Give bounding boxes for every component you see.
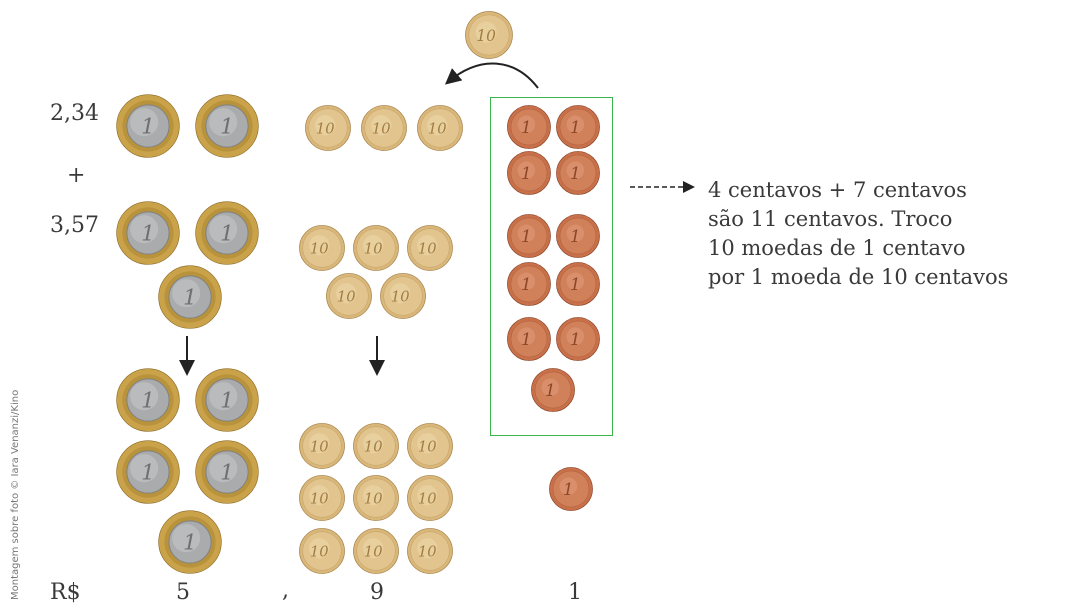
one-centavo-coin: 1 <box>531 368 575 412</box>
svg-text:1: 1 <box>183 531 197 556</box>
svg-text:10: 10 <box>418 439 437 456</box>
plus-sign: + <box>67 163 86 188</box>
one-centavo-coin: 1 <box>556 214 600 258</box>
one-centavo-coin: 1 <box>507 105 551 149</box>
one-centavo-coin: 1 <box>556 317 600 361</box>
svg-text:1: 1 <box>570 117 581 137</box>
one-centavo-group-box <box>490 97 613 436</box>
exchange-explanation: 4 centavos + 7 centavos são 11 centavos.… <box>708 176 1008 292</box>
svg-text:10: 10 <box>316 121 335 138</box>
ten-centavos-coin: 10 <box>353 423 399 469</box>
one-centavo-coin: 1 <box>556 105 600 149</box>
one-centavo-coin: 1 <box>507 317 551 361</box>
ten-centavos-coin: 10 <box>299 528 345 574</box>
explanation-line-3: 10 moedas de 1 centavo <box>708 236 966 260</box>
svg-text:1: 1 <box>220 115 234 140</box>
result-currency: R$ <box>50 580 81 605</box>
ten-centavos-coin: 10 <box>407 528 453 574</box>
ten-centavos-coin: 10 <box>361 105 407 151</box>
explanation-line-1: 4 centavos + 7 centavos <box>708 178 967 202</box>
one-real-coin: 1 <box>195 201 259 265</box>
svg-text:1: 1 <box>521 117 532 137</box>
result-decimal-separator: , <box>282 578 289 603</box>
ten-centavos-coin: 10 <box>353 528 399 574</box>
one-real-coin: 1 <box>116 440 180 504</box>
explanation-line-2: são 11 centavos. Troco <box>708 207 953 231</box>
explanation-line-4: por 1 moeda de 10 centavos <box>708 265 1009 289</box>
svg-text:1: 1 <box>570 226 581 246</box>
result-units-digit: 5 <box>176 580 190 605</box>
one-real-coin: 1 <box>158 265 222 329</box>
svg-text:1: 1 <box>220 461 234 486</box>
result-tenths-digit: 9 <box>370 580 384 605</box>
svg-text:10: 10 <box>310 439 329 456</box>
svg-text:1: 1 <box>570 329 581 349</box>
one-real-coin: 1 <box>158 510 222 574</box>
ten-centavos-coin: 10 <box>380 273 426 319</box>
one-centavo-coin: 1 <box>507 151 551 195</box>
svg-text:10: 10 <box>418 491 437 508</box>
ten-centavos-coin: 10 <box>326 273 372 319</box>
photo-credit: Montagem sobre foto © Iara Venanzi/Kino <box>10 389 21 600</box>
svg-text:1: 1 <box>183 286 197 311</box>
one-centavo-coin: 1 <box>507 262 551 306</box>
svg-text:1: 1 <box>545 380 556 400</box>
svg-text:10: 10 <box>391 289 410 306</box>
svg-text:1: 1 <box>521 226 532 246</box>
one-centavo-coin: 1 <box>507 214 551 258</box>
svg-text:10: 10 <box>418 241 437 258</box>
svg-text:1: 1 <box>141 461 155 486</box>
ten-centavos-coin: 10 <box>305 105 351 151</box>
ten-centavos-coin: 10 <box>299 423 345 469</box>
ten-centavos-coin: 10 <box>299 475 345 521</box>
exchange-curved-arrow <box>444 62 539 89</box>
ten-centavos-coin: 10 <box>417 105 463 151</box>
svg-text:10: 10 <box>310 491 329 508</box>
svg-text:10: 10 <box>337 289 356 306</box>
svg-text:10: 10 <box>310 544 329 561</box>
svg-text:10: 10 <box>476 27 496 45</box>
svg-text:1: 1 <box>570 274 581 294</box>
incoming-ten-centavos-coin: 10 <box>465 11 513 59</box>
svg-text:1: 1 <box>521 163 532 183</box>
svg-text:1: 1 <box>521 274 532 294</box>
ten-centavos-coin: 10 <box>299 225 345 271</box>
first-number-label: 2,34 <box>50 101 99 126</box>
svg-text:10: 10 <box>364 544 383 561</box>
svg-text:1: 1 <box>570 163 581 183</box>
ten-centavos-coin: 10 <box>407 475 453 521</box>
ten-centavos-coin: 10 <box>407 225 453 271</box>
svg-text:10: 10 <box>310 241 329 258</box>
svg-text:10: 10 <box>364 491 383 508</box>
ten-centavos-coin: 10 <box>353 225 399 271</box>
svg-text:1: 1 <box>563 479 574 499</box>
svg-text:1: 1 <box>220 389 234 414</box>
svg-text:10: 10 <box>418 544 437 561</box>
one-real-coin: 1 <box>116 368 180 432</box>
one-real-coin: 1 <box>116 94 180 158</box>
svg-text:10: 10 <box>372 121 391 138</box>
svg-text:1: 1 <box>141 389 155 414</box>
svg-text:1: 1 <box>521 329 532 349</box>
svg-text:10: 10 <box>364 241 383 258</box>
one-centavo-coin: 1 <box>556 262 600 306</box>
one-real-coin: 1 <box>116 201 180 265</box>
svg-text:1: 1 <box>220 222 234 247</box>
second-number-label: 3,57 <box>50 213 99 238</box>
svg-text:1: 1 <box>141 222 155 247</box>
ten-centavos-coin: 10 <box>353 475 399 521</box>
result-hundredths-digit: 1 <box>568 580 582 605</box>
remaining-one-centavo-coin: 1 <box>549 467 593 511</box>
one-real-coin: 1 <box>195 440 259 504</box>
one-real-coin: 1 <box>195 94 259 158</box>
one-real-coin: 1 <box>195 368 259 432</box>
svg-text:10: 10 <box>428 121 447 138</box>
svg-text:10: 10 <box>364 439 383 456</box>
one-centavo-coin: 1 <box>556 151 600 195</box>
ten-centavos-coin: 10 <box>407 423 453 469</box>
svg-text:1: 1 <box>141 115 155 140</box>
